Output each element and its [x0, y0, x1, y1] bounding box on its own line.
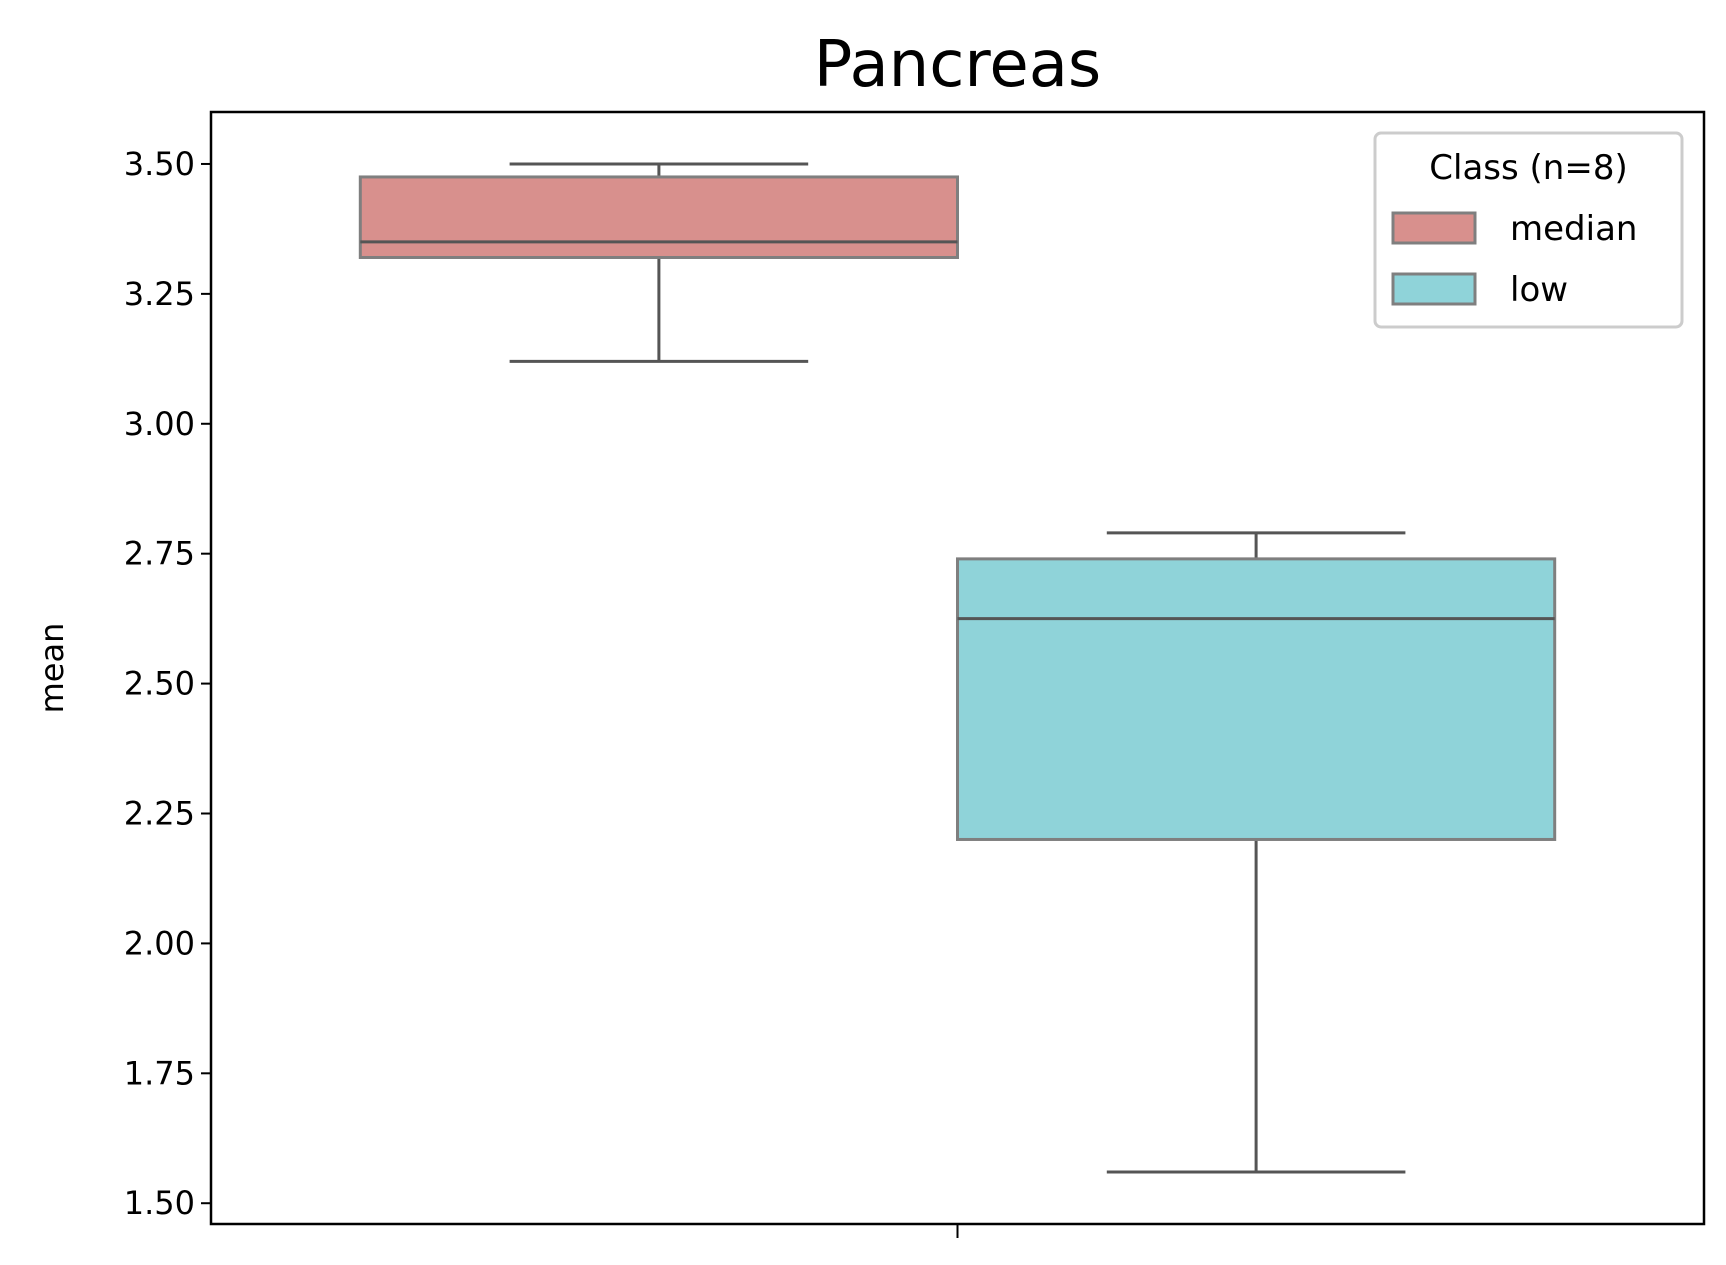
legend-label-low: low	[1510, 270, 1568, 310]
y-tick-label: 3.00	[124, 405, 195, 443]
legend-swatch-low	[1391, 272, 1477, 306]
y-tick-label: 2.75	[124, 535, 195, 573]
chart-title: Pancreas	[814, 28, 1102, 102]
y-tick-label: 2.25	[124, 794, 195, 832]
box-median-body	[358, 175, 959, 259]
legend: Class (n=8) median low	[1373, 131, 1684, 329]
box-low-body	[956, 557, 1557, 841]
axes-frame	[209, 110, 1706, 1226]
y-tick-label: 2.00	[124, 924, 195, 962]
legend-title: Class (n=8)	[1429, 148, 1627, 188]
y-axis-label: mean	[33, 623, 71, 714]
plot-area: 1.50 1.75 2.00 2.25 2.50 2.75 3.00 3.25 3.50	[124, 110, 1706, 1238]
y-tick-label: 1.75	[124, 1054, 195, 1092]
legend-label-median: median	[1510, 209, 1637, 249]
legend-swatch-median	[1391, 211, 1477, 245]
y-tick-label: 1.50	[124, 1184, 195, 1222]
y-tick-label: 3.50	[124, 145, 195, 183]
y-tick-label: 2.50	[124, 665, 195, 703]
y-tick-label: 3.25	[124, 275, 195, 313]
